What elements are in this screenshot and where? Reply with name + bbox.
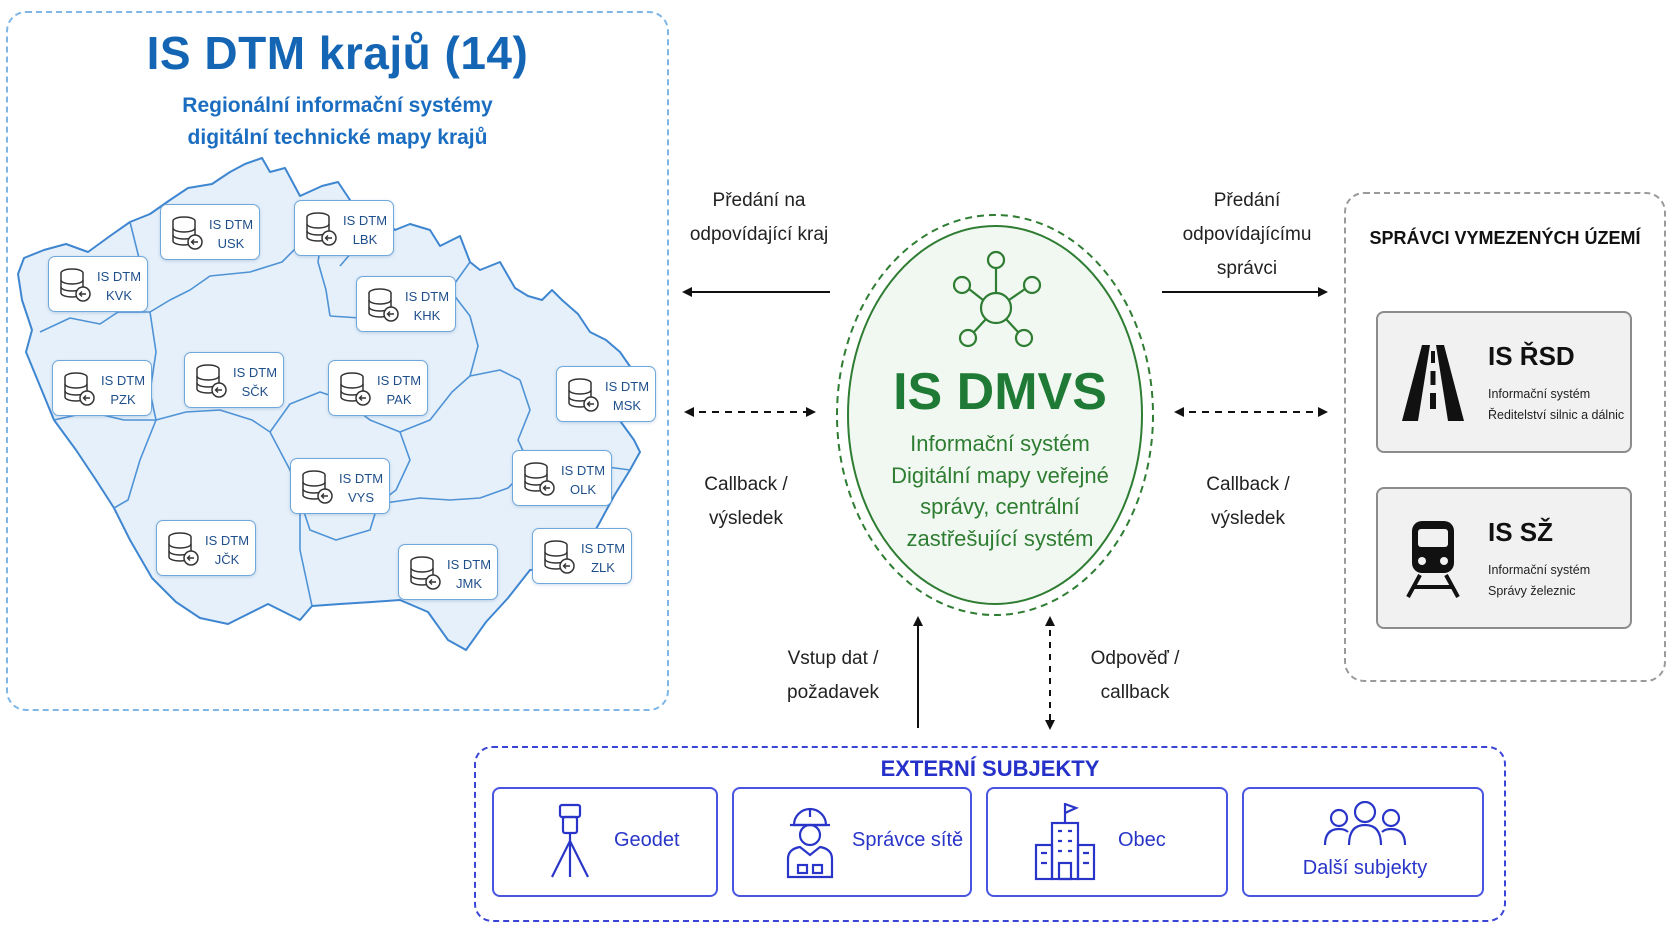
dmvs-title: IS DMVS [893,363,1107,421]
territory-managers-panel [1344,192,1666,682]
database-sync-icon [60,268,91,302]
external-label-other-subjects: Další subjekty [1302,857,1428,879]
external-card-other-subjects: Další subjekty [1242,787,1484,897]
system-card-rsd: IS ŘSD Informační systém Ředitelství sil… [1376,311,1632,453]
database-sync-icon [340,372,371,406]
database-sync-icon [544,540,575,574]
label-response: Odpověď / callback [1090,648,1180,703]
database-sync-icon [368,288,399,322]
label-to-managers: Předání odpovídajícímu správci [1182,190,1312,279]
region-code-msk: MSK [612,398,642,413]
region-code-jmk: JMK [456,576,482,591]
regions-subtitle-line2: digitální technické mapy krajů [187,126,488,149]
label-to-regions: Předání na odpovídající kraj [689,190,829,245]
database-sync-icon [410,556,441,590]
label-data-input: Vstup dat / požadavek [787,648,879,703]
system-name-rsd: IS ŘSD [1488,341,1575,371]
region-code-kvk: KVK [105,288,132,303]
database-sync-icon [196,364,227,398]
region-code-sck: SČK [241,384,269,399]
regions-panel [6,11,669,711]
system-card-sz: IS SŽ Informační systém Správy železnic [1376,487,1632,629]
external-subjects-title: EXTERNÍ SUBJEKTY [880,756,1100,781]
dmvs-inner-ellipse [847,225,1143,605]
region-code-olk: OLK [569,482,596,497]
region-code-lbk: LBK [352,232,378,247]
external-card-network-admin: Správce sítě [732,787,972,897]
database-sync-icon [306,212,337,246]
external-label-municipality: Obec [1118,829,1166,851]
regions-title: IS DTM krajů (14) [146,27,529,79]
road-icon [1402,345,1464,421]
database-sync-icon [302,470,333,504]
external-label-network-admin: Správce sítě [852,829,964,851]
dmvs-outer-ring [836,214,1154,616]
network-hub-icon [952,250,1042,348]
database-sync-icon [568,378,599,412]
dmvs-description: Informační systém Digitální mapy veřejné… [891,431,1109,551]
label-callback-right: Callback / výsledek [1206,474,1290,529]
region-code-khk: KHK [413,308,441,323]
territory-managers-title: SPRÁVCI VYMEZENÝCH ÚZEMÍ [1369,228,1641,248]
external-card-municipality: Obec [986,787,1228,897]
regions-subtitle-line1: Regionální informační systémy [182,94,493,117]
region-code-pzk: PZK [110,392,136,407]
external-subjects-panel [474,746,1506,922]
surveyor-tripod-icon [551,803,589,878]
region-code-vys: VYS [347,490,374,505]
system-name-sz: IS SŽ [1488,517,1554,547]
external-label-geodet: Geodet [614,829,680,851]
region-code-pak: PAK [386,392,412,407]
database-sync-icon [524,462,555,496]
label-callback-left: Callback / výsledek [704,474,788,529]
database-sync-icon [168,532,199,566]
region-code-zlk: ZLK [591,560,615,575]
database-sync-icon [64,372,95,406]
municipality-building-icon [1034,802,1096,881]
train-icon [1406,521,1460,598]
external-card-geodet: Geodet [492,787,718,897]
network-admin-icon [786,807,834,879]
region-code-jck: JČK [214,552,240,567]
region-code-usk: USK [217,236,245,251]
people-group-icon [1323,801,1407,846]
database-sync-icon [172,216,203,250]
